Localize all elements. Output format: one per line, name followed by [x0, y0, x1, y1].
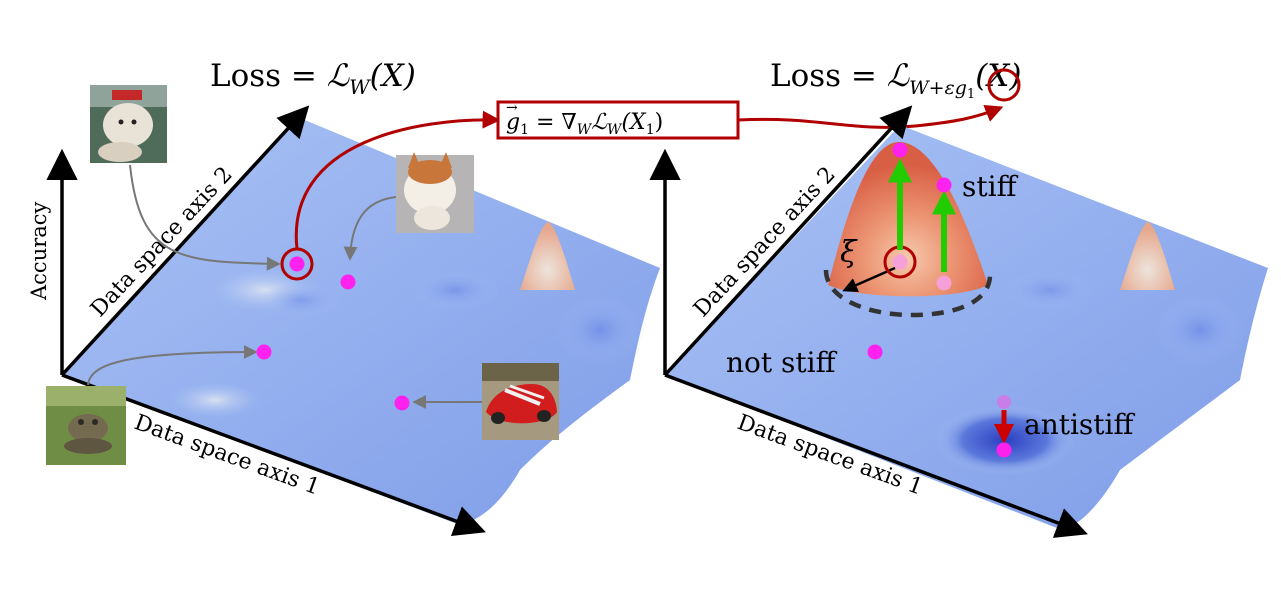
right-axis-2 [663, 105, 913, 377]
right-surface [665, 125, 1268, 530]
right-point-origin-1 [892, 254, 908, 270]
label-antistiff: antistiff [1024, 408, 1136, 441]
cat-connector [343, 196, 397, 261]
left-title: Loss = ℒW(X) [210, 58, 416, 99]
left-dip-2 [410, 270, 500, 310]
right-point-not-stiff [867, 344, 883, 360]
right-dip [1155, 295, 1245, 365]
left-gradient-arrow [294, 110, 501, 250]
left-dip-3 [555, 295, 645, 365]
frog-connector [87, 345, 258, 386]
left-small-peak [520, 222, 575, 290]
left-panel: Loss = ℒW(X) Accuracy Data space axis 2 … [27, 58, 660, 537]
car-thumbnail [482, 363, 559, 440]
xi-label: ξ [840, 235, 858, 270]
right-point-origin-3 [997, 395, 1011, 409]
left-dip [260, 282, 340, 318]
gradient-formula: g1 = ∇WℒW(X1) [506, 110, 663, 138]
title-g1-highlight [987, 68, 1021, 102]
left-point-cat [340, 274, 356, 290]
left-point-dog [289, 256, 305, 272]
dog-connector [129, 164, 281, 271]
frog-thumbnail [46, 386, 126, 465]
left-bump-2 [170, 382, 260, 418]
right-title: Loss = ℒW+εg1(X) [770, 58, 1021, 102]
left-axis-2 [60, 105, 310, 377]
right-gradient-arrow [737, 104, 1004, 129]
gradient-box: g1 = ∇WℒW(X1) → [496, 100, 1004, 140]
right-point-antistiff [996, 442, 1012, 458]
right-panel: Loss = ℒW+εg1(X) Data space axis 2 Data … [649, 58, 1268, 538]
left-point-car [394, 395, 410, 411]
left-point-frog [256, 344, 272, 360]
dashed-contour [823, 269, 993, 318]
dog-thumbnail [90, 85, 167, 163]
right-point-peak-1 [892, 142, 908, 158]
right-point-peak-2 [936, 177, 952, 193]
cat-thumbnail [396, 152, 474, 233]
right-small-peak [1120, 222, 1175, 290]
right-dip-2 [1005, 270, 1095, 310]
vector-arrow-glyph: → [506, 100, 518, 116]
label-stiff: stiff [962, 170, 1019, 203]
right-point-origin-2 [936, 275, 952, 291]
left-axis-1 [61, 373, 486, 537]
left-y-axis-label: Accuracy [27, 201, 51, 301]
right-axis-1 [664, 373, 1088, 538]
right-peak [828, 141, 988, 297]
label-not-stiff: not stiff [726, 346, 838, 379]
